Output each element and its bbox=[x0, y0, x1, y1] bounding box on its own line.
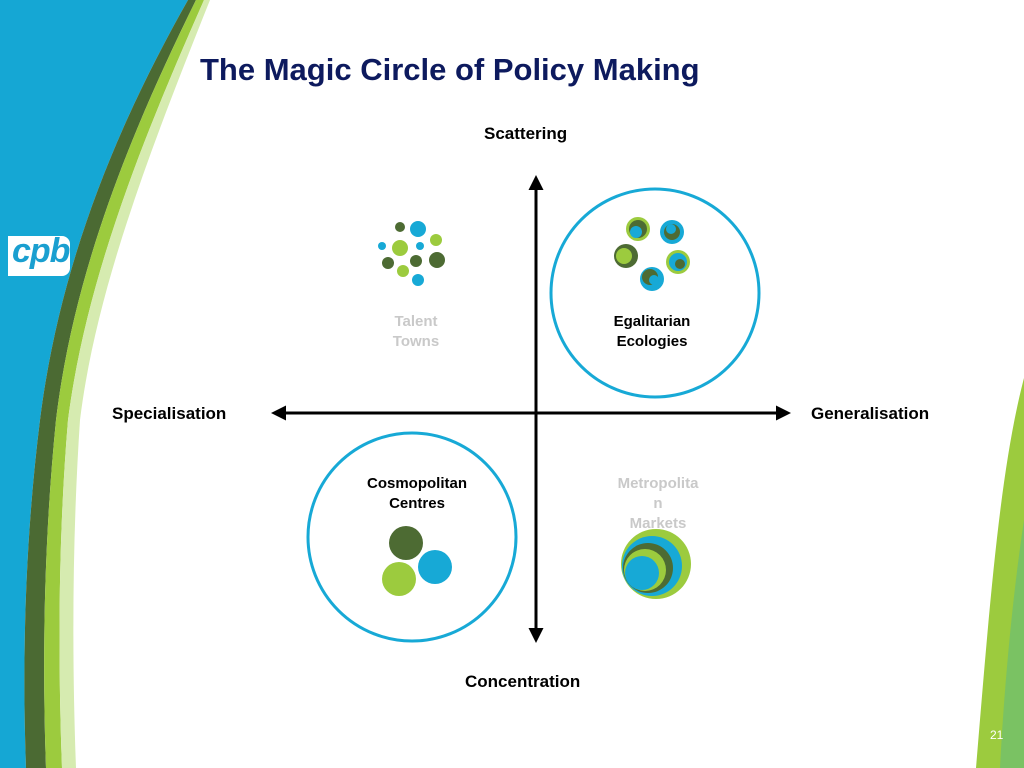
cosmopolitan-centres-line2: Centres bbox=[389, 495, 445, 512]
talent-towns-line1: Talent bbox=[394, 313, 438, 330]
page-title: The Magic Circle of Policy Making bbox=[200, 52, 700, 87]
egalitarian-ecologies-dots-icon bbox=[614, 217, 690, 291]
egalitarian-ecologies-line1: Egalitarian bbox=[613, 313, 691, 330]
page-number: 21 bbox=[990, 728, 1004, 742]
metropolitan-markets-line3: Markets bbox=[629, 515, 687, 532]
axis-label-concentration: Concentration bbox=[465, 672, 581, 691]
axis-label-specialisation: Specialisation bbox=[112, 404, 227, 423]
quadrant-label-talent-towns: Talent Towns bbox=[366, 312, 466, 352]
axis-label-scattering: Scattering bbox=[484, 124, 568, 143]
cosmopolitan-highlight-circle bbox=[306, 431, 518, 643]
metropolitan-markets-line1: Metropolita bbox=[617, 475, 699, 492]
axis-label-generalisation: Generalisation bbox=[811, 404, 930, 423]
metropolitan-markets-rings-icon bbox=[621, 529, 691, 599]
talent-towns-line2: Towns bbox=[392, 333, 440, 350]
talent-towns-dots-icon bbox=[378, 221, 445, 286]
cpb-logo: cpb bbox=[12, 232, 70, 270]
cosmopolitan-centres-line1: Cosmopolitan bbox=[367, 475, 467, 492]
quadrant-label-cosmopolitan-centres: Cosmopolitan Centres bbox=[352, 474, 482, 514]
quadrant-label-metropolitan-markets: Metropolita n Markets bbox=[603, 474, 713, 534]
cosmopolitan-centres-dots-icon bbox=[382, 526, 452, 596]
egalitarian-highlight-circle bbox=[549, 187, 761, 399]
logo-background bbox=[8, 236, 70, 276]
quadrant-label-egalitarian-ecologies: Egalitarian Ecologies bbox=[592, 312, 712, 352]
metropolitan-markets-line2: n bbox=[653, 495, 663, 512]
egalitarian-ecologies-line2: Ecologies bbox=[616, 333, 688, 350]
